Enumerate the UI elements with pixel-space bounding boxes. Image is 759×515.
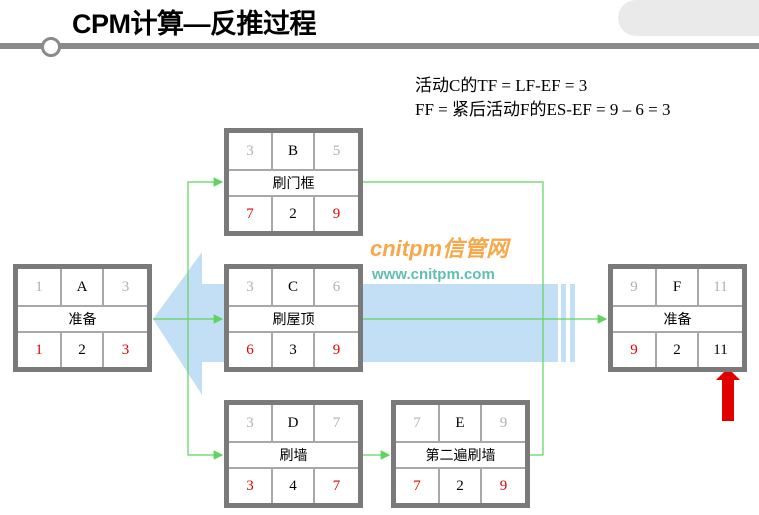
note-tf: 活动C的TF = LF-EF = 3 xyxy=(415,76,588,95)
late-start: 7 xyxy=(396,469,440,503)
early-finish: 5 xyxy=(332,142,341,159)
activity-id: A xyxy=(62,269,104,305)
early-start: 3 xyxy=(229,405,273,441)
early-start: 7 xyxy=(396,405,440,441)
activity-id: F xyxy=(657,269,699,305)
title-rule xyxy=(0,43,759,49)
late-start: 3 xyxy=(229,469,273,503)
early-start: 3 xyxy=(229,269,273,305)
edge-a-d xyxy=(187,319,224,460)
late-start: 9 xyxy=(613,333,657,367)
duration: 2 xyxy=(440,469,482,503)
late-finish: 9 xyxy=(332,341,341,358)
edge-a-b xyxy=(187,177,224,319)
late-finish: 9 xyxy=(499,477,508,494)
backward-pass-arrow xyxy=(153,252,575,395)
late-start: 1 xyxy=(18,333,62,367)
late-finish: 9 xyxy=(332,205,341,222)
activity-name: 准备 xyxy=(18,307,147,333)
early-finish: 9 xyxy=(499,414,508,431)
early-start: 9 xyxy=(613,269,657,305)
activity-name: 第二遍刷墙 xyxy=(396,443,525,469)
watermark-url: www.cnitpm.com xyxy=(372,266,495,283)
early-finish: 7 xyxy=(332,414,341,431)
early-finish: 6 xyxy=(332,278,341,295)
late-start: 6 xyxy=(229,333,273,367)
note-ff: FF = 紧后活动F的ES-EF = 9 – 6 = 3 xyxy=(415,100,671,119)
pointer-arrow-icon xyxy=(716,368,740,421)
activity-id: C xyxy=(273,269,315,305)
early-start: 1 xyxy=(18,269,62,305)
late-start: 7 xyxy=(229,197,273,231)
header-decoration xyxy=(618,0,759,36)
early-finish: 3 xyxy=(121,278,130,295)
rule-knob xyxy=(41,37,61,57)
late-finish: 11 xyxy=(713,341,728,358)
duration: 2 xyxy=(62,333,104,367)
early-start: 3 xyxy=(229,133,273,169)
duration: 4 xyxy=(273,469,315,503)
duration: 3 xyxy=(273,333,315,367)
activity-id: B xyxy=(273,133,315,169)
activity-name: 准备 xyxy=(613,307,742,333)
late-finish: 7 xyxy=(332,477,341,494)
activity-name: 刷门框 xyxy=(229,171,358,197)
early-finish: 11 xyxy=(713,278,728,295)
duration: 2 xyxy=(273,197,315,231)
activity-id: D xyxy=(273,405,315,441)
duration: 2 xyxy=(657,333,699,367)
activity-name: 刷屋顶 xyxy=(229,307,358,333)
activity-name: 刷墙 xyxy=(229,443,358,469)
slide-title: CPM计算—反推过程 xyxy=(72,9,317,39)
late-finish: 3 xyxy=(121,341,130,358)
activity-id: E xyxy=(440,405,482,441)
watermark-brand: cnitpm信管网 xyxy=(370,236,509,261)
